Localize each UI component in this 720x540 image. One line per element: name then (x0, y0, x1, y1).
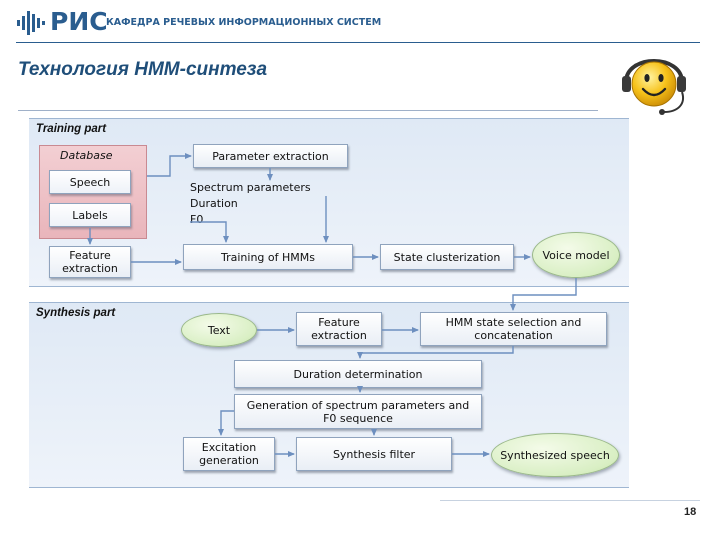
smiley-headset-icon (622, 59, 686, 115)
parameters-list: Spectrum parameters Duration F0 (190, 180, 311, 228)
state-clusterization-box: State clusterization (380, 244, 514, 270)
database-label: Database (60, 149, 113, 162)
param-spectrum: Spectrum parameters (190, 181, 311, 194)
feature-extraction-box: Feature extraction (49, 246, 131, 278)
title-underline (18, 110, 598, 111)
generation-box: Generation of spectrum parameters and F0… (234, 394, 482, 429)
synthesized-speech-ellipse: Synthesized speech (491, 433, 619, 477)
header-divider (16, 42, 700, 43)
excitation-generation-box: Excitation generation (183, 437, 275, 471)
training-part-label: Training part (36, 123, 107, 135)
text-ellipse: Text (181, 313, 257, 347)
training-hmms-box: Training of HMMs (183, 244, 353, 270)
hmm-selection-box: HMM state selection and concatenation (420, 312, 607, 346)
duration-determination-box: Duration determination (234, 360, 482, 388)
parameter-extraction-box: Parameter extraction (193, 144, 348, 168)
logo-text: РИС (50, 7, 108, 36)
synthesis-feature-extraction-box: Feature extraction (296, 312, 382, 346)
logo: РИС КАФЕДРА РЕЧЕВЫХ ИНФОРМАЦИОННЫХ СИСТЕ… (16, 6, 381, 40)
synthesis-part-label: Synthesis part (36, 307, 116, 319)
sound-wave-icon (17, 11, 45, 35)
param-f0: F0 (190, 213, 204, 226)
page-title: Технология HMM-синтеза (18, 59, 268, 80)
page-number: 18 (684, 506, 697, 518)
voice-model-ellipse: Voice model (532, 232, 620, 278)
speech-box: Speech (49, 170, 131, 194)
param-duration: Duration (190, 197, 238, 210)
synthesis-filter-box: Synthesis filter (296, 437, 452, 471)
labels-box: Labels (49, 203, 131, 227)
footer-divider (440, 500, 700, 501)
logo-subtitle: КАФЕДРА РЕЧЕВЫХ ИНФОРМАЦИОННЫХ СИСТЕМ (106, 17, 382, 28)
